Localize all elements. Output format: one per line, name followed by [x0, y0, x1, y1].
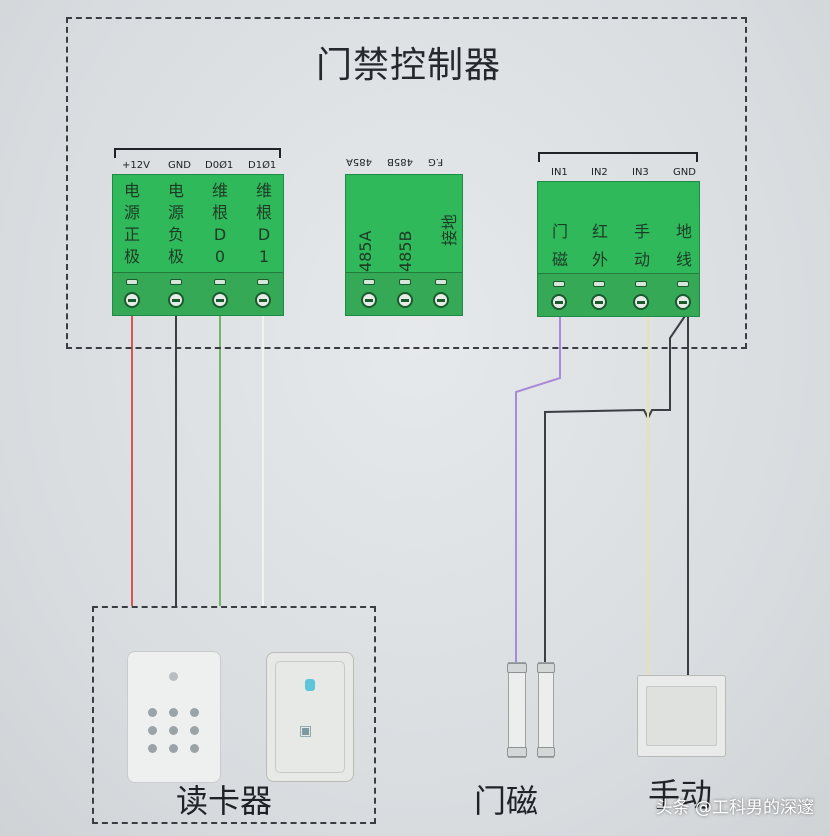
label-ground-wire: 地线	[675, 222, 692, 269]
slot	[363, 279, 375, 285]
slot	[553, 281, 565, 287]
controller-title: 门禁控制器	[316, 45, 502, 86]
right-pin-bracket	[538, 152, 698, 162]
pin-label-in1: IN1	[551, 167, 568, 178]
door-sensor-right	[537, 662, 555, 758]
pin-label-485a: 485A	[346, 156, 372, 167]
key	[148, 744, 157, 753]
right-terminal-block	[537, 181, 700, 317]
terminal-screw	[168, 292, 184, 308]
slot	[214, 279, 226, 285]
key	[190, 708, 199, 717]
key	[169, 744, 178, 753]
label-wiegand-d1: 维根D1	[255, 181, 272, 266]
slot	[593, 281, 605, 287]
pin-label-12v: +12V	[122, 160, 150, 171]
slot	[170, 279, 182, 285]
card-reader-face	[275, 661, 345, 773]
reader-label: 读卡器	[176, 782, 273, 820]
label-infrared: 红外	[591, 222, 608, 269]
keypad-reader	[127, 651, 221, 783]
manual-label: 手动	[648, 776, 713, 814]
keypad-led	[169, 672, 178, 681]
terminal-screw	[212, 292, 228, 308]
terminal-screw	[397, 292, 413, 308]
card-reader: ▣	[266, 652, 354, 782]
slot	[435, 279, 447, 285]
controller-outline	[66, 17, 747, 349]
pin-label-in3: IN3	[632, 167, 649, 178]
door-sensor-left	[507, 662, 527, 758]
key	[190, 744, 199, 753]
key	[190, 726, 199, 735]
card-reader-led	[305, 679, 315, 691]
key	[169, 708, 178, 717]
label-485a: 485A	[356, 230, 375, 272]
pin-label-d0: D0Ø1	[205, 160, 234, 171]
pin-label-gnd-right: GND	[673, 167, 696, 178]
key	[148, 708, 157, 717]
label-power-negative: 电源负极	[167, 181, 184, 266]
pin-label-485b: 485B	[387, 156, 413, 167]
pin-label-fg: F.G	[428, 156, 444, 167]
label-manual: 手动	[633, 222, 650, 269]
left-terminal-block	[112, 174, 284, 316]
wire-purple-in1	[515, 316, 561, 662]
terminal-screw	[591, 294, 607, 310]
key	[169, 726, 178, 735]
label-485b: 485B	[396, 230, 415, 272]
terminal-screw	[551, 294, 567, 310]
card-icon: ▣	[299, 723, 313, 739]
watermark: 头条 @工科男的深邃	[655, 798, 814, 818]
label-door-sensor: 门磁	[551, 222, 568, 269]
terminal-screw	[361, 292, 377, 308]
label-wiegand-d0: 维根D0	[211, 181, 228, 266]
slot	[677, 281, 689, 287]
slot	[635, 281, 647, 287]
terminal-screw	[675, 294, 691, 310]
key	[148, 726, 157, 735]
pin-label-d1: D1Ø1	[248, 160, 277, 171]
terminal-screw	[124, 292, 140, 308]
label-power-positive: 电源正极	[123, 181, 140, 266]
wire-black-door-gnd	[544, 315, 686, 662]
slot	[257, 279, 269, 285]
terminal-screw	[255, 292, 271, 308]
pin-label-gnd: GND	[168, 160, 191, 171]
door-sensor-label: 门磁	[474, 782, 539, 820]
terminal-screw	[433, 292, 449, 308]
manual-release-button	[637, 675, 726, 757]
left-pin-bracket	[114, 148, 281, 158]
pin-label-in2: IN2	[591, 167, 608, 178]
label-ground: 接地	[440, 213, 459, 246]
slot	[126, 279, 138, 285]
slot	[399, 279, 411, 285]
reader-outline	[92, 606, 376, 824]
terminal-screw	[633, 294, 649, 310]
